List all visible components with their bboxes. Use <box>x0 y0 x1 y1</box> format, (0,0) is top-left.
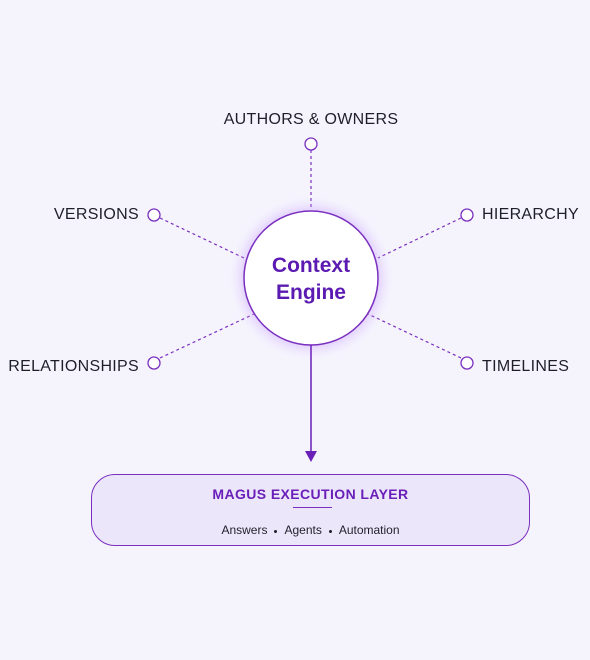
execution-layer-divider <box>293 507 332 508</box>
node-marker-versions <box>147 208 161 222</box>
capability-answers: Answers <box>221 523 268 537</box>
node-label-timelines: TIMELINES <box>482 358 569 375</box>
connector-timelines <box>367 313 462 359</box>
node-marker-timelines <box>460 356 474 370</box>
node-label-versions: VERSIONS <box>54 206 139 223</box>
execution-layer-title: MAGUS EXECUTION LAYER <box>212 486 409 502</box>
node-label-authors: AUTHORS & OWNERS <box>224 111 399 128</box>
execution-layer-box: MAGUS EXECUTION LAYER Answers Agents Aut… <box>91 474 530 546</box>
node-marker-relationships <box>147 356 161 370</box>
context-engine-node <box>243 210 379 346</box>
separator-dot-icon <box>274 529 278 533</box>
connector-versions <box>159 217 245 259</box>
engine-title-line2: Engine <box>276 281 346 304</box>
execution-layer-capabilities: Answers Agents Automation <box>92 523 529 537</box>
capability-agents: Agents <box>284 523 322 537</box>
connector-relationships <box>159 313 255 359</box>
connector-hierarchy <box>377 217 462 259</box>
node-label-hierarchy: HIERARCHY <box>482 206 579 223</box>
engine-title-line1: Context <box>272 254 350 277</box>
arrow-head-icon <box>305 451 317 462</box>
node-marker-hierarchy <box>460 208 474 222</box>
node-marker-authors <box>304 137 318 151</box>
node-label-relationships: RELATIONSHIPS <box>8 358 139 375</box>
capability-automation: Automation <box>338 523 400 537</box>
separator-dot-icon <box>328 529 332 533</box>
